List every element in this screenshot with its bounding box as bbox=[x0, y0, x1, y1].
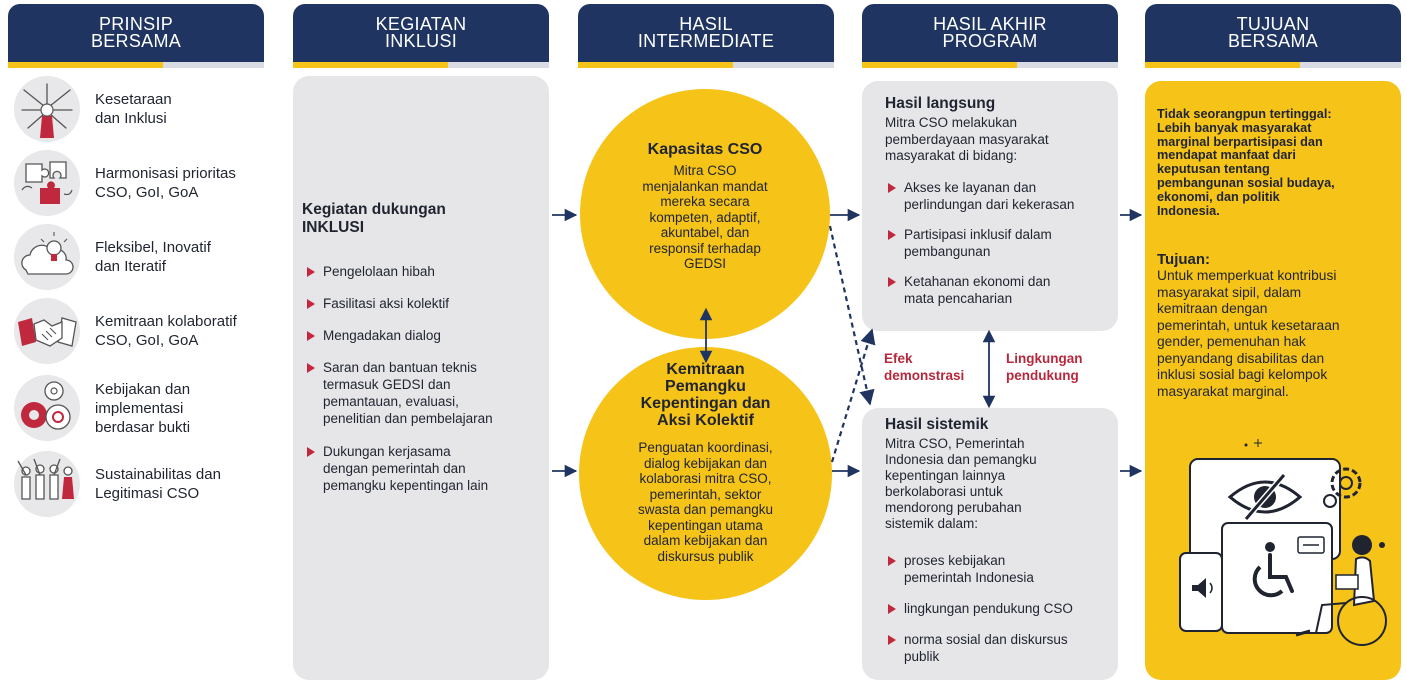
systemic-outcome-title: Hasil sistemik bbox=[885, 416, 989, 433]
direct-outcome-panel bbox=[862, 81, 1118, 331]
goal-tujuan-title: Tujuan: bbox=[1157, 251, 1211, 268]
header-line1: HASIL bbox=[679, 14, 733, 34]
principle-item: Kesetaraan dan Inklusi bbox=[14, 76, 284, 142]
partnership-title: Kemitraan Pemangku Kepentingan dan Aksi … bbox=[640, 361, 771, 429]
header-line2: BERSAMA bbox=[90, 31, 182, 51]
activity-item: Saran dan bantuan teknis termasuk GEDSI … bbox=[304, 359, 544, 427]
principle-label: Sustainabilitas dan Legitimasi CSO bbox=[95, 466, 221, 502]
principle-label: Kesetaraan dan Inklusi bbox=[95, 91, 172, 127]
handshake-icon bbox=[14, 298, 80, 364]
header-underline bbox=[293, 62, 549, 68]
gears-icon bbox=[14, 375, 80, 441]
header-line1: TUJUAN bbox=[1236, 14, 1310, 34]
direct-outcome-content: Hasil langsung Mitra CSO melakukan pembe… bbox=[885, 95, 1117, 307]
principle-item: Fleksibel, Inovatif dan Iteratif bbox=[14, 224, 284, 290]
header-kegiatan-inklusi: KEGIATAN INKLUSI bbox=[293, 4, 549, 62]
systemic-outcome-item: proses kebijakan pemerintah Indonesia bbox=[885, 552, 1117, 586]
lightbulb-cloud-icon bbox=[14, 224, 80, 290]
header-line2: INKLUSI bbox=[384, 31, 458, 51]
header-line2: PROGRAM bbox=[942, 31, 1038, 51]
activity-item: Mengadakan dialog bbox=[304, 327, 544, 344]
header-tujuan-bersama: TUJUAN BERSAMA bbox=[1145, 4, 1401, 62]
header-underline bbox=[862, 62, 1118, 68]
cso-capacity-title: Kapasitas CSO bbox=[647, 141, 763, 158]
puzzle-pieces-icon bbox=[14, 150, 80, 216]
principle-item: Kebijakan dan implementasi berdasar bukt… bbox=[14, 375, 284, 441]
activities-list: Pengelolaan hibah Fasilitasi aksi kolekt… bbox=[304, 263, 544, 494]
activity-item: Fasilitasi aksi kolektif bbox=[304, 295, 544, 312]
direct-outcome-title: Hasil langsung bbox=[885, 95, 996, 112]
principle-label: Kemitraan kolaboratif CSO, GoI, GoA bbox=[95, 313, 237, 349]
header-underline bbox=[578, 62, 834, 68]
systemic-outcome-item: norma sosial dan diskursus publik bbox=[885, 631, 1117, 665]
systemic-outcome-item: lingkungan pendukung CSO bbox=[885, 600, 1117, 617]
header-line1: HASIL AKHIR bbox=[933, 14, 1047, 34]
header-underline bbox=[8, 62, 264, 68]
demonstration-effect-label: Efek demonstrasi bbox=[884, 351, 965, 383]
activity-item: Pengelolaan hibah bbox=[304, 263, 544, 280]
activities-title: Kegiatan dukungan INKLUSI bbox=[302, 201, 446, 236]
principle-item: Kemitraan kolaboratif CSO, GoI, GoA bbox=[14, 298, 284, 364]
hands-together-icon bbox=[14, 76, 80, 142]
direct-outcome-item: Akses ke layanan dan perlindungan dari k… bbox=[885, 179, 1117, 213]
direct-outcome-intro: Mitra CSO melakukan pemberdayaan masyara… bbox=[885, 115, 1049, 163]
principle-item: Sustainabilitas dan Legitimasi CSO bbox=[14, 451, 284, 517]
activities-panel bbox=[293, 76, 549, 680]
people-row-icon bbox=[14, 451, 80, 517]
systemic-outcome-intro: Mitra CSO, Pemerintah Indonesia dan pema… bbox=[885, 436, 1037, 531]
systemic-outcome-content: Hasil sistemik Mitra CSO, Pemerintah Ind… bbox=[885, 416, 1117, 665]
dashed-arrow-partnership-to-direct bbox=[830, 328, 876, 463]
cso-capacity-circle: Kapasitas CSO Mitra CSO menjalankan mand… bbox=[580, 89, 830, 339]
header-line1: PRINSIP bbox=[98, 14, 174, 34]
accessibility-illustration bbox=[1150, 435, 1396, 675]
partnership-body: Penguatan koordinasi, dialog kebijakan d… bbox=[637, 440, 774, 564]
direct-outcome-item: Partisipasi inklusif dalam pembangunan bbox=[885, 226, 1117, 260]
header-hasil-akhir-program: HASIL AKHIR PROGRAM bbox=[862, 4, 1118, 62]
direct-outcome-list: Akses ke layanan dan perlindungan dari k… bbox=[885, 179, 1117, 307]
systemic-outcome-list: proses kebijakan pemerintah Indonesia li… bbox=[885, 552, 1117, 665]
header-line2: BERSAMA bbox=[1227, 31, 1319, 51]
goal-tujuan-body: Untuk memperkuat kontribusi masyarakat s… bbox=[1157, 268, 1340, 399]
systemic-outcome-panel bbox=[862, 408, 1118, 680]
principle-label: Harmonisasi prioritas CSO, GoI, GoA bbox=[95, 165, 236, 201]
cso-capacity-body: Mitra CSO menjalankan mandat mereka seca… bbox=[642, 163, 768, 271]
header-line1: KEGIATAN bbox=[375, 14, 467, 34]
goal-statement: Tidak seorangpun tertinggal: Lebih banya… bbox=[1157, 107, 1335, 218]
dashed-arrow-cso-to-systemic bbox=[828, 225, 875, 406]
principle-label: Kebijakan dan implementasi berdasar bukt… bbox=[95, 380, 191, 436]
principle-label: Fleksibel, Inovatif dan Iteratif bbox=[95, 239, 211, 275]
header-hasil-intermediate: HASIL INTERMEDIATE bbox=[578, 4, 834, 62]
header-underline bbox=[1145, 62, 1401, 68]
enabling-environment-label: Lingkungan pendukung bbox=[1006, 351, 1083, 383]
partnership-circle: Kemitraan Pemangku Kepentingan dan Aksi … bbox=[579, 347, 832, 600]
header-prinsip-bersama: PRINSIP BERSAMA bbox=[8, 4, 264, 62]
direct-outcome-item: Ketahanan ekonomi dan mata pencaharian bbox=[885, 273, 1117, 307]
activity-item: Dukungan kerjasama dengan pemerintah dan… bbox=[304, 443, 544, 494]
header-line2: INTERMEDIATE bbox=[637, 31, 775, 51]
principle-item: Harmonisasi prioritas CSO, GoI, GoA bbox=[14, 150, 284, 216]
